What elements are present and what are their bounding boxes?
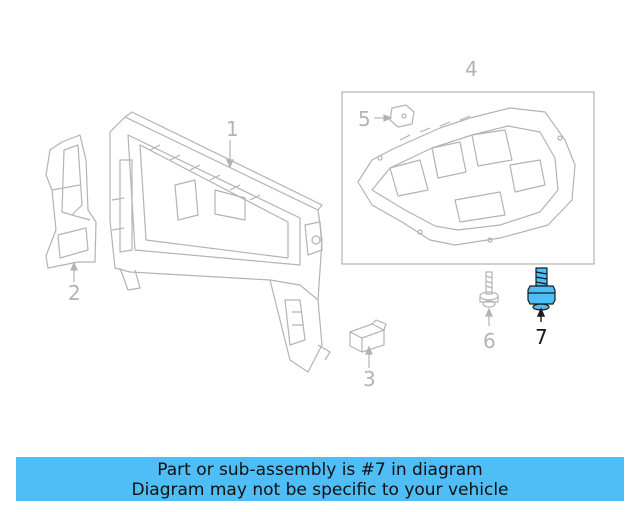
callout-5: 5 [358,107,371,131]
banner-line-1: Part or sub-assembly is #7 in diagram [157,460,483,480]
part-3-connector [349,319,387,353]
part-4-undercover [357,107,576,246]
leader-7 [536,307,546,322]
info-banner: Part or sub-assembly is #7 in diagram Di… [16,457,624,501]
part-5-clip [389,104,415,128]
part-7-bolt-highlighted[interactable] [527,267,556,311]
leader-5 [374,114,393,122]
part-1-front-carrier [109,111,331,373]
callout-2: 2 [68,281,81,305]
leader-1 [226,140,234,169]
leader-6 [485,307,493,326]
callout-4: 4 [465,57,478,81]
callout-7: 7 [535,325,548,349]
part-2-air-deflector [45,134,97,269]
banner-line-2: Diagram may not be specific to your vehi… [131,480,509,500]
callout-3: 3 [363,367,376,391]
parts-diagram: 1 2 3 4 5 6 7 [45,57,595,391]
part-6-bolt [479,271,499,308]
callout-1: 1 [226,117,239,141]
leader-2 [70,261,78,282]
callout-6: 6 [483,329,496,353]
part-4-box [341,91,595,265]
leader-3 [365,345,373,368]
